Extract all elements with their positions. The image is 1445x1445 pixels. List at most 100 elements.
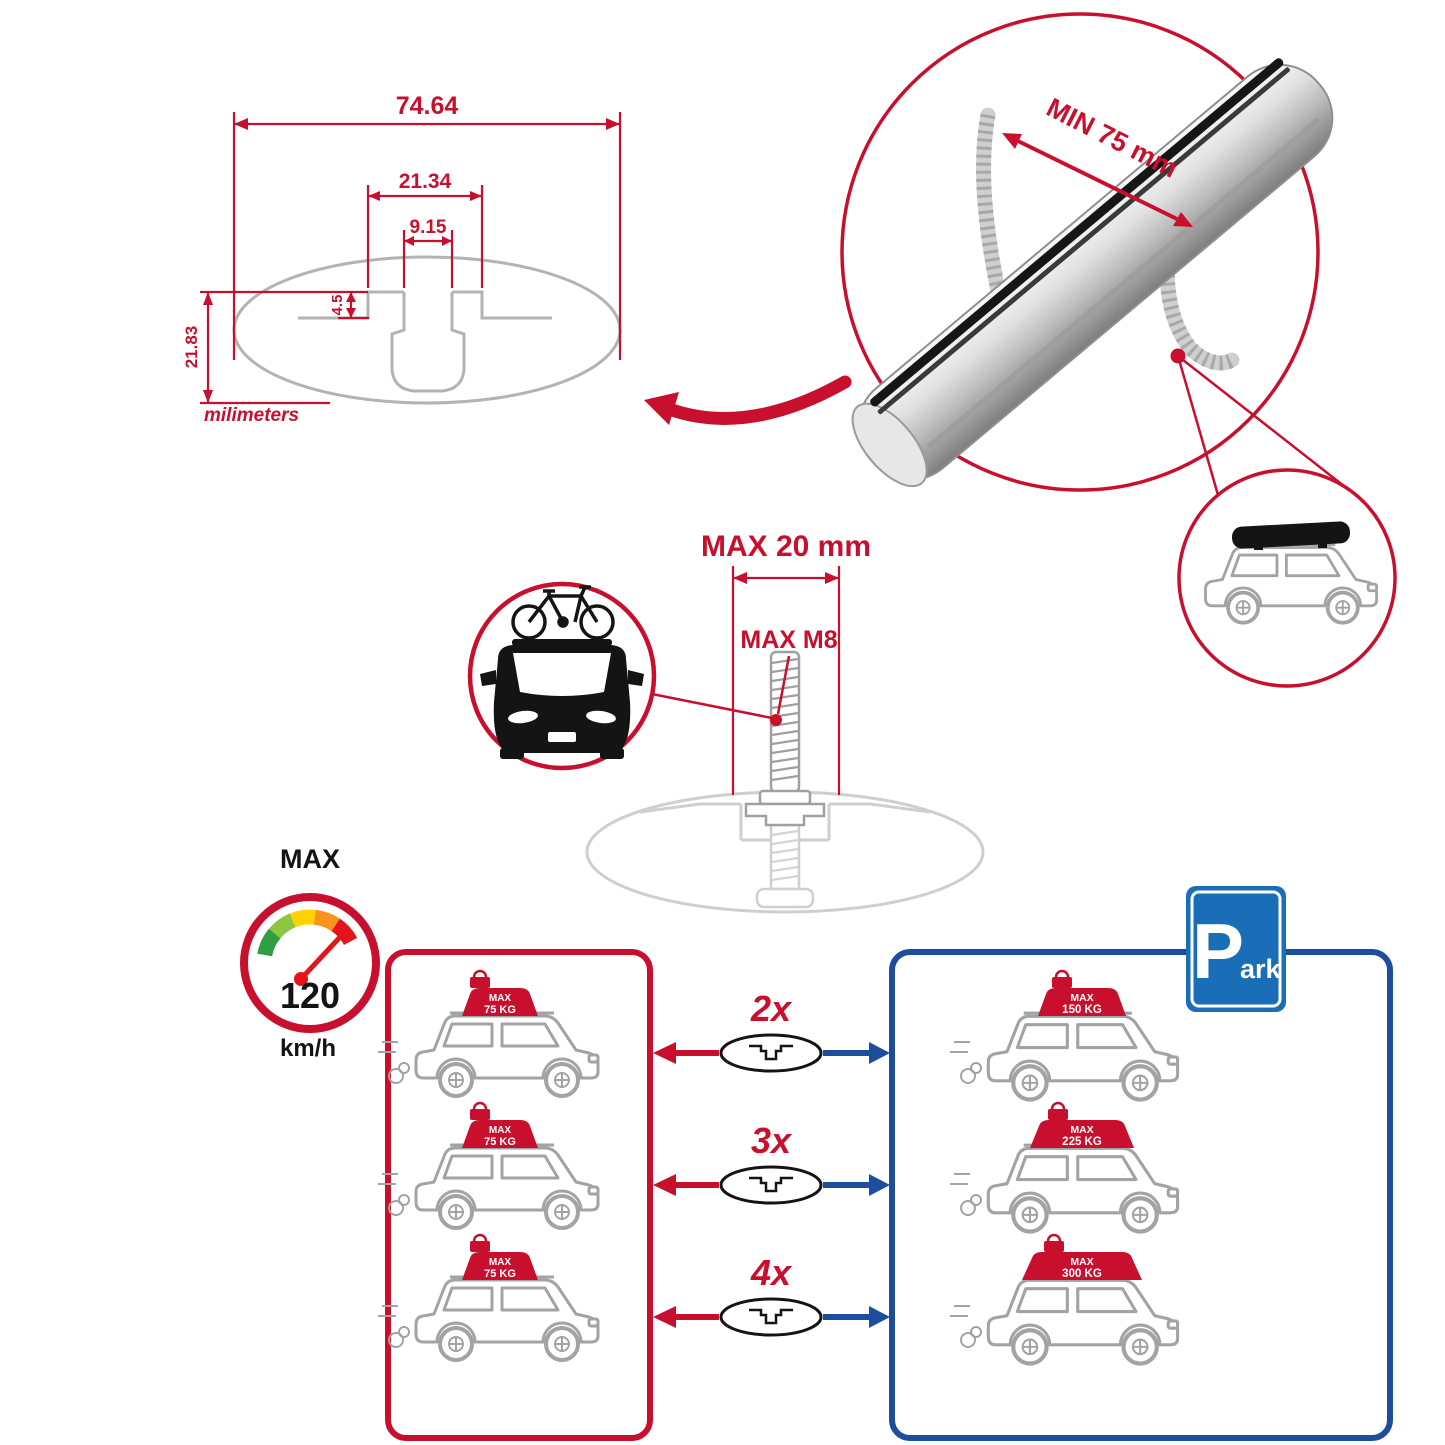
padlock-body	[1048, 1109, 1068, 1120]
bolt-foot	[755, 887, 815, 909]
blue-arrowhead-right	[869, 1042, 890, 1064]
cargo-load-label: 75 KG	[484, 1004, 516, 1016]
speed-value: 120	[280, 975, 340, 1016]
t-slot-icon	[749, 1176, 793, 1193]
driving-panel: MAX 75 KG MAX 75 KG MAX 75 KG	[377, 949, 653, 1441]
bicycle-icon	[511, 585, 615, 640]
roof-box-mount	[1318, 542, 1327, 548]
padlock-body	[1044, 1241, 1064, 1252]
arrowhead	[404, 236, 414, 246]
arrowhead	[1002, 133, 1022, 149]
pointer-arrow-curve	[665, 375, 852, 425]
multiplier-label: 4x	[750, 1252, 793, 1293]
t-slot-icon	[749, 1308, 793, 1325]
bottom-groove	[927, 118, 1320, 449]
units-label: milimeters	[204, 405, 299, 426]
cargo-max-label: MAX	[1070, 992, 1093, 1004]
padlock-body	[470, 1241, 490, 1252]
pointer-arrowhead	[644, 392, 679, 425]
parking-sign-p: P	[1192, 907, 1244, 995]
leader-line	[776, 655, 791, 715]
dim-height-label: 21.83	[182, 326, 201, 369]
callout-line	[1177, 355, 1350, 491]
dim-channel-outer-label: 21.34	[399, 170, 452, 193]
cargo-bag-icon	[462, 988, 538, 1016]
min-distance-arrow	[1017, 139, 1178, 221]
padlock-icon	[1054, 969, 1070, 978]
parking-sign: P ark	[1186, 886, 1286, 1012]
arrowhead	[1173, 212, 1193, 227]
cargo-max-label: MAX	[489, 1257, 512, 1268]
padlock-icon	[1050, 1101, 1066, 1110]
arrowhead	[368, 191, 380, 201]
roof-box-mount	[1254, 544, 1263, 550]
parking-panel: MAX 150 KG MAX 225 KG MAX 300 KG P	[889, 886, 1393, 1441]
max-thread-label: MAX M8	[740, 626, 837, 654]
arrowhead	[733, 572, 747, 584]
bolt-detail: MAX 20 mm MAX M8	[467, 530, 985, 914]
cargo-bag-icon	[462, 1120, 538, 1148]
multiplier-label: 2x	[750, 988, 793, 1029]
arrowhead	[346, 308, 356, 318]
cargo-bag-icon	[1030, 1120, 1134, 1148]
red-arrowhead-left	[653, 1042, 676, 1064]
cargo-load-label: 300 KG	[1062, 1268, 1102, 1280]
roof-box-icon	[1232, 521, 1350, 549]
profile-channel-cavity	[390, 292, 466, 393]
callout-line	[1176, 355, 1220, 496]
red-arrowhead-left	[653, 1174, 676, 1196]
padlock-icon	[472, 1101, 488, 1110]
dim-lip-label: 4.5	[329, 295, 346, 316]
car-with-cargo: MAX 75 KG	[377, 1101, 600, 1230]
needle-pivot	[294, 972, 308, 986]
crossbar-end-cap	[851, 402, 928, 488]
speed-limit-gauge: MAX 120 km/h	[240, 844, 380, 1062]
cargo-load-label: 225 KG	[1062, 1136, 1102, 1148]
crossbar-section-icon	[719, 1033, 823, 1073]
arrowhead	[606, 118, 620, 130]
cargo-bag-icon	[462, 1252, 538, 1280]
parking-sign-inner-border	[1190, 890, 1282, 1008]
car-with-cargo: MAX 300 KG	[949, 1233, 1178, 1364]
car-front-icon	[480, 639, 644, 759]
padlock-icon	[1046, 1233, 1062, 1242]
multiplier-column: 2x 3x 4x	[653, 988, 890, 1337]
parking-sign-plate	[1186, 886, 1286, 1012]
red-arrowhead-left	[653, 1306, 676, 1328]
padlock-icon	[472, 1233, 488, 1242]
crossbar-section-icon	[719, 1297, 823, 1337]
bolt-collar	[758, 789, 812, 806]
crossbar-photo-callout: MIN 75 mm	[840, 12, 1397, 688]
arrowhead	[203, 390, 213, 403]
crossbar-section-icon	[719, 1165, 823, 1205]
padlock-body	[470, 1109, 490, 1120]
profile-dimension-drawing: 74.64 21.34 9.15 4.5 21.83 milimeters	[182, 92, 622, 426]
arrowhead	[825, 572, 839, 584]
arrowhead	[203, 292, 213, 305]
cargo-load-label: 75 KG	[484, 1136, 516, 1148]
t-slot-icon	[749, 1044, 793, 1061]
cargo-max-label: MAX	[1070, 1124, 1093, 1136]
arrowhead	[442, 236, 452, 246]
arrowhead	[470, 191, 482, 201]
crossbar-render	[851, 58, 1334, 488]
padlock-body	[470, 977, 490, 988]
padlock-body	[1052, 977, 1072, 988]
speedometer-arc	[257, 909, 358, 957]
speedometer-needle	[297, 933, 344, 983]
multiplier-label: 3x	[751, 1120, 793, 1161]
channel-strip-thin	[877, 67, 1290, 415]
car-with-cargo: MAX 75 KG	[377, 1233, 600, 1362]
cargo-max-label: MAX	[489, 1125, 512, 1136]
cargo-bag-icon	[1038, 988, 1126, 1016]
profile-channel-hat	[298, 290, 552, 320]
cargo-max-label: MAX	[1070, 1256, 1093, 1268]
cargo-max-label: MAX	[489, 993, 512, 1004]
speed-unit: km/h	[280, 1035, 336, 1062]
parking-sign-ark: ark	[1240, 954, 1282, 984]
car-with-cargo: MAX 225 KG	[949, 1101, 1178, 1232]
profile-ghost-channel	[639, 802, 931, 842]
blue-arrowhead-right	[869, 1174, 890, 1196]
